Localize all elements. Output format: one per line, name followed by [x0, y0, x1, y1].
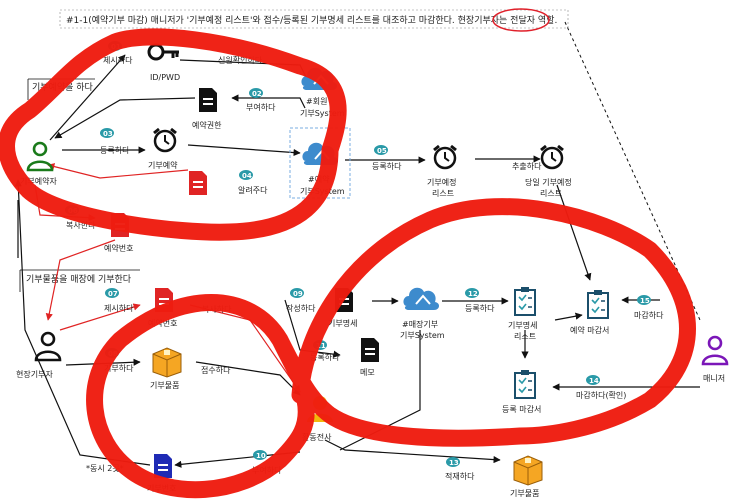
svg-text:11: 11 [316, 342, 326, 350]
svg-text:12: 12 [468, 290, 478, 298]
goods-mid-box-icon [152, 347, 182, 378]
manager-person-icon [701, 335, 729, 366]
svg-text:13: 13 [449, 459, 459, 467]
reservation-close-checklist-icon [587, 289, 609, 319]
store-system-cloud-icon [402, 286, 441, 311]
key-icon [147, 43, 179, 61]
notify-document-icon [189, 171, 207, 195]
reservation-no-top-label: 예약번호 [104, 243, 133, 253]
same-time-note: *동시 2곳* [86, 464, 124, 473]
step-13-label: 적재하다 [445, 471, 475, 481]
verify-edge-label: 신원확인하다 [218, 55, 263, 65]
staff-label: 활동전사 [302, 432, 332, 442]
step-15-label: 마감하다 [634, 310, 664, 320]
goods-mid-label: 기부물품 [150, 381, 179, 390]
reservation-right-label: 예약권한 [192, 120, 222, 130]
today-planned-list-label-2: 리스트 [540, 189, 562, 198]
detail-list-label-1: 기부명세 [508, 320, 537, 330]
donation-reservation-clock-icon [152, 127, 178, 153]
reservation-no-mid-label: 예약번호 [148, 318, 177, 328]
svg-text:05: 05 [377, 147, 387, 155]
step-03-label: 등록하다 [100, 145, 130, 155]
id-pwd-label: ID/PWD [150, 73, 180, 82]
svg-text:04: 04 [242, 172, 252, 180]
onsite-donor-label: 현장기부자 [16, 369, 53, 379]
svg-text:02: 02 [252, 90, 262, 98]
step-01-label: 제시하다 [103, 55, 133, 65]
step-07-label: 제시하다 [104, 303, 134, 313]
svg-text:14: 14 [589, 377, 599, 385]
store-system-label-2: 기부System [400, 331, 445, 340]
donation-reservation-label: 기부예약 [148, 160, 178, 170]
step-09-label: 작성하다 [286, 303, 316, 313]
memo-document-icon [361, 338, 379, 362]
lane-bottom-label: 기부물품을 매장에 기부한다 [26, 274, 132, 285]
step-06-label: 복사한다 [66, 221, 96, 230]
step-05-label: 등록하다 [372, 161, 402, 171]
registration-close-label: 등록 마감서 [502, 404, 541, 414]
detail-label: 기부명세 [328, 318, 357, 328]
reservation-close-label: 예약 마감서 [570, 325, 609, 335]
member-system-label-1: #회원 [306, 97, 327, 106]
donor-label: 기부예약자 [20, 176, 57, 186]
svg-text:09: 09 [293, 290, 303, 298]
goods-bottom-label: 기부물품 [510, 489, 539, 498]
planned-list-label-2: 리스트 [432, 189, 454, 198]
planned-list-label-1: 기부예정 [427, 177, 456, 187]
extract-edge-label: 추출하다 [512, 161, 542, 171]
onsite-donor-person-icon [34, 331, 62, 362]
reservation-right-document-icon [199, 88, 217, 112]
memo-label: 메모 [360, 368, 375, 377]
detail-list-label-2: 리스트 [514, 332, 536, 341]
planned-list-clock-icon [432, 144, 458, 170]
today-planned-list-label-1: 당일 기부예정 [525, 177, 572, 187]
registration-close-checklist-icon [514, 369, 536, 399]
red-scribble-bottom [86, 198, 696, 499]
title-box [59, 9, 569, 29]
svg-text:15: 15 [640, 297, 650, 305]
store-system-label-1: #매장기부 [402, 319, 438, 329]
manager-label: 매니저 [703, 373, 725, 383]
step-04-label: 알려주다 [238, 185, 268, 195]
step-08-label: 기부하다 [104, 363, 134, 373]
detail-list-checklist-icon [514, 286, 536, 316]
svg-text:10: 10 [256, 452, 266, 460]
red-scribble-top [0, 28, 347, 241]
diagram-title: #1-1(예약기부 마감) 매니저가 '기부예정 리스트'와 접수/등록된 기부… [66, 14, 557, 26]
step-11-label: 등록하다 [310, 352, 340, 362]
step-numbers: 01 02 03 04 05 06 07 08 09 10 11 12 13 1… [68, 43, 650, 467]
svg-text:07: 07 [108, 290, 118, 298]
member-system-label-2: 기부System [300, 109, 345, 118]
donation-no-document-icon [154, 454, 172, 478]
step-14-label: 마감하다(확인) [576, 390, 626, 400]
step-12-label: 등록하다 [465, 303, 495, 313]
highlight-circle [492, 8, 550, 32]
goods-bottom-box-icon [513, 455, 543, 486]
donor-person-icon [26, 141, 54, 172]
svg-text:03: 03 [103, 130, 113, 138]
today-planned-list-clock-icon [539, 144, 565, 170]
step-02-label: 부여하다 [246, 102, 276, 112]
receive-edge-label: 접수하다 [201, 365, 231, 375]
step-badges [65, 41, 651, 467]
